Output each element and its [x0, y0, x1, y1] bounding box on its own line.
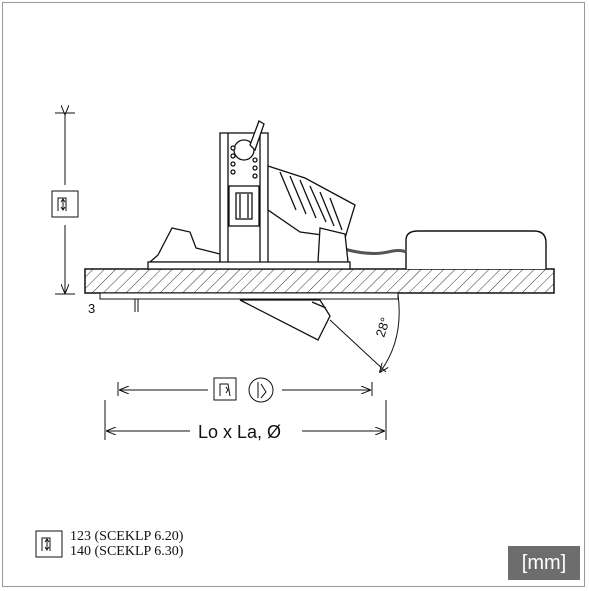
ceiling-slab [84, 268, 555, 294]
tilt-angle-dimension [329, 293, 400, 372]
dimension-label: Lo x La, Ø [198, 422, 281, 442]
legend-line-2: 140 (SCEKLP 6.30) [70, 544, 184, 559]
legend-height-icon [35, 530, 63, 558]
height-icon [51, 190, 79, 218]
lamp-housing [147, 120, 356, 270]
drawing-frame [2, 2, 585, 587]
units-badge: [mm] [508, 546, 580, 580]
legend-line-1: 123 (SCEKLP 6.20) [70, 529, 184, 544]
ceiling-cutout-icon [213, 377, 237, 401]
height-dimension [55, 113, 75, 295]
driver-box [405, 230, 547, 269]
offset-label: 3 [88, 301, 95, 316]
overall-dimension [104, 400, 387, 440]
lamp-head-lower [239, 299, 331, 341]
round-cutout-icon [248, 377, 274, 403]
tilt-angle-label: 28° [373, 316, 393, 339]
cable [343, 247, 407, 255]
cutout-dimension [117, 382, 373, 396]
